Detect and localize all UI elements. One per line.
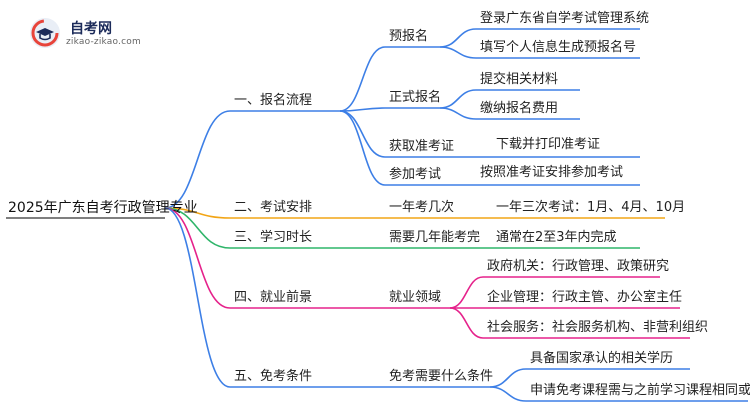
leaf-two-to-three-years: 通常在2至3年内完成 [496, 230, 617, 245]
leaf-fill-info: 填写个人信息生成预报名号 [480, 40, 637, 55]
connector-cond-degree [489, 368, 527, 388]
node-employment-field: 就业领域 [389, 290, 442, 305]
root-topic: 2025年广东自考行政管理专业 [8, 200, 198, 216]
connector-process-formal [339, 107, 386, 112]
leaf-three-sessions: 一年三次考试：1月、4月、10月 [496, 200, 686, 215]
node-exemption-conditions: 免考需要什么条件 [389, 369, 494, 384]
leaf-pay-fee: 缴纳报名费用 [480, 101, 559, 116]
branch-career: 四、就业前景 [234, 290, 313, 305]
leaf-submit-materials: 提交相关材料 [480, 72, 559, 87]
leaf-login-system: 登录广东省自学考试管理系统 [480, 11, 650, 26]
node-take-exam: 参加考试 [389, 167, 442, 182]
connector-cond-courses [489, 386, 527, 402]
leaf-similar-courses: 申请免考课程需与之前学习课程相同或相近 [530, 383, 750, 398]
connector-formal-submit [439, 89, 477, 109]
leaf-exam-per-ticket: 按照准考证安排参加考试 [480, 165, 624, 180]
branch-process: 一、报名流程 [234, 93, 313, 108]
connector-pre-fill [439, 46, 477, 59]
logo-url: zikao-zikao.com [66, 37, 141, 47]
connector-root-exemption [164, 207, 231, 388]
leaf-enterprise: 企业管理：行政主管、办公室主任 [487, 290, 683, 305]
branch-duration: 三、学习时长 [234, 230, 313, 245]
connector-process-pre [339, 46, 386, 112]
connector-root-duration [164, 207, 231, 249]
node-formal-registration: 正式报名 [389, 90, 442, 105]
node-exam-frequency: 一年考几次 [389, 200, 455, 215]
connector-process-exam [339, 110, 386, 186]
node-admission-ticket: 获取准考证 [389, 139, 455, 154]
graduation-cap-logo-icon [30, 18, 60, 48]
connector-field-social [449, 307, 484, 339]
connector-formal-pay [439, 107, 477, 120]
leaf-recognized-degree: 具备国家承认的相关学历 [530, 351, 674, 366]
node-pre-registration: 预报名 [389, 29, 429, 44]
branch-schedule: 二、考试安排 [234, 200, 313, 215]
leaf-government: 政府机关：行政管理、政策研究 [487, 259, 670, 274]
connector-pre-login [439, 28, 477, 48]
connector-field-gov [449, 276, 484, 309]
connector-root-career [164, 207, 231, 309]
site-logo: 自考网 zikao-zikao.com [30, 18, 190, 50]
logo-title: 自考网 [70, 21, 112, 37]
leaf-social-service: 社会服务：社会服务机构、非营利组织 [487, 320, 709, 335]
leaf-print-ticket: 下载并打印准考证 [496, 137, 601, 152]
node-study-duration: 需要几年能考完 [389, 230, 481, 245]
branch-exemption: 五、免考条件 [234, 369, 313, 384]
connector-root-process [164, 110, 231, 209]
